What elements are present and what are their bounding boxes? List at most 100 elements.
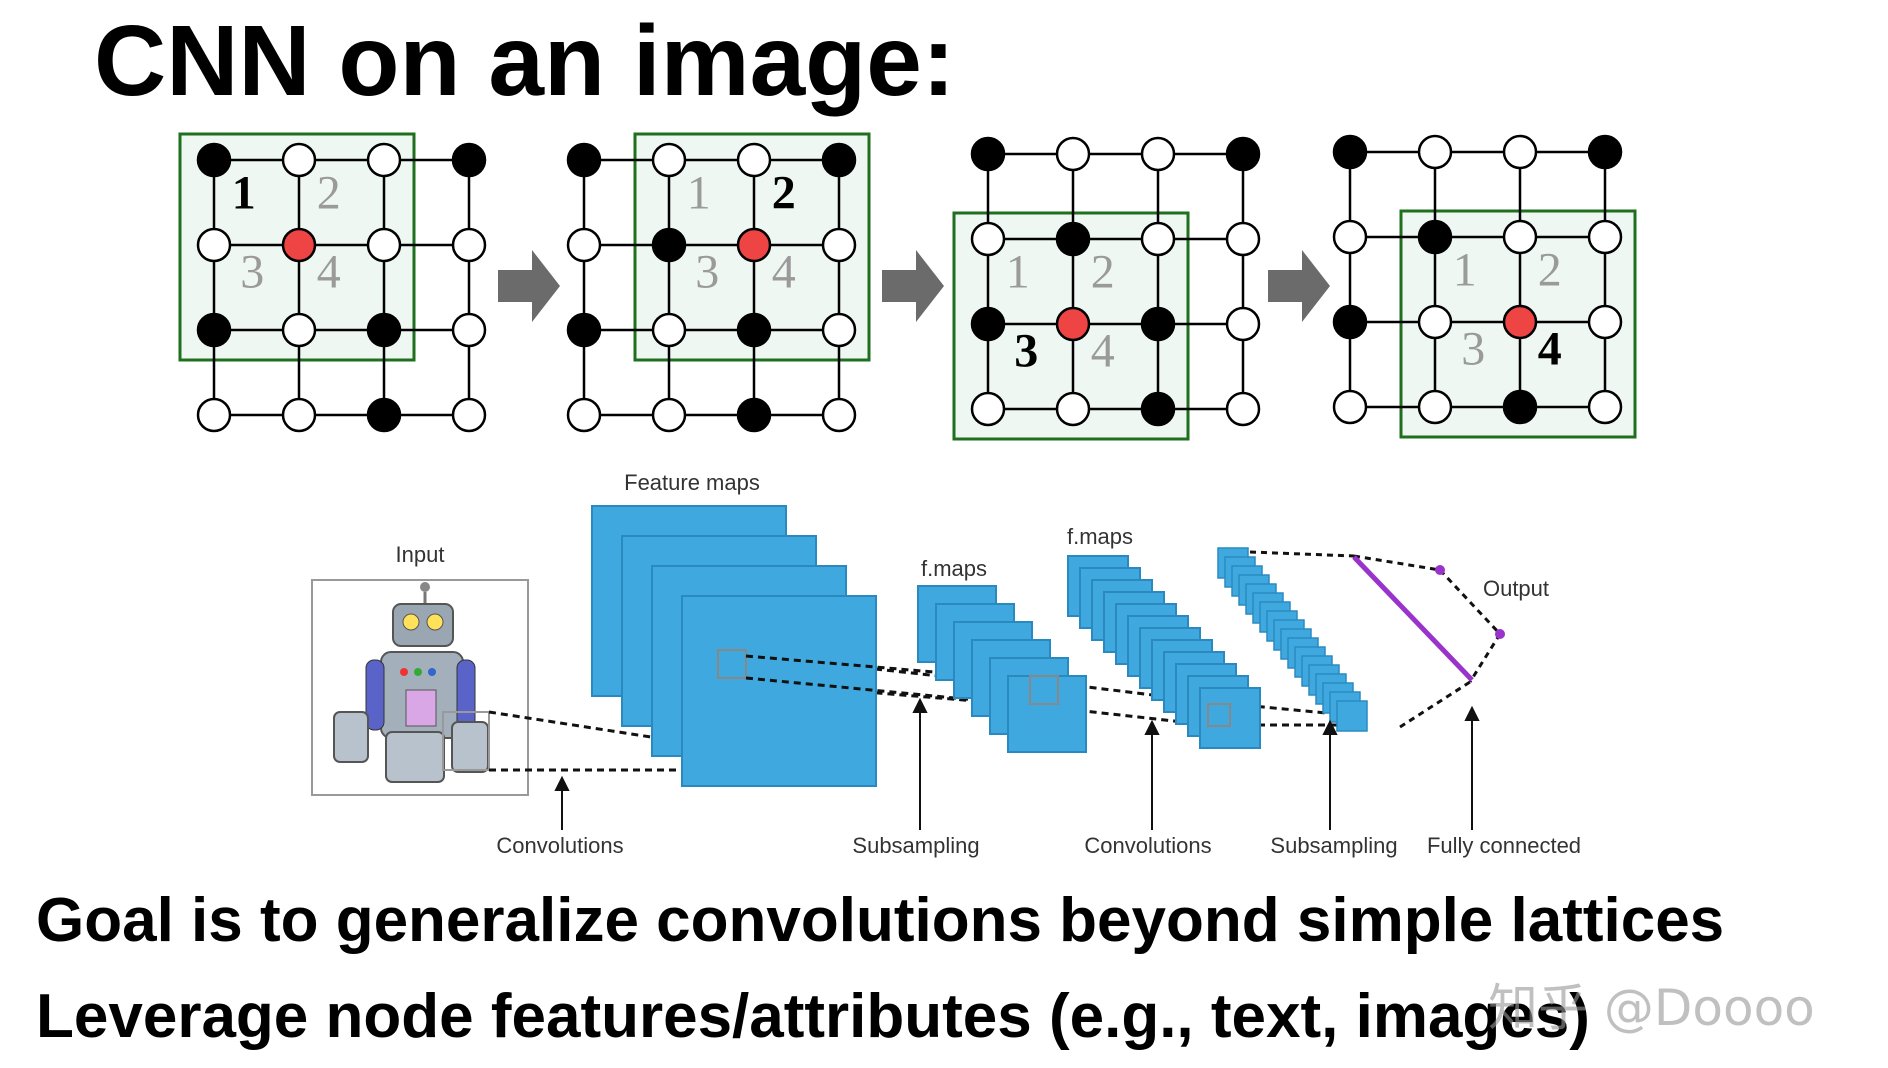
patch-label-3: 3: [1014, 324, 1038, 377]
lattice-node: [281, 397, 317, 433]
thin-map-layer: [1252, 592, 1284, 624]
thin-map-layer: [1238, 574, 1270, 606]
lattice-node: [970, 391, 1006, 427]
thin-map-layer: [1245, 583, 1277, 615]
lattice-node: [821, 312, 857, 348]
bullet-leverage: Leverage node features/attributes (e.g.,…: [36, 982, 1590, 1051]
lattice-node: [281, 312, 317, 348]
lattice-node: [451, 312, 487, 348]
patch-label-2: 2: [772, 166, 796, 219]
second-fmaps: [1067, 555, 1261, 749]
lattice-node: [1140, 391, 1176, 427]
patch-label-1: 1: [232, 166, 256, 219]
lattice-node: [451, 142, 487, 178]
lattice-node: [1140, 306, 1176, 342]
lattice-node: [366, 312, 402, 348]
lattice-node: [1502, 389, 1538, 425]
thin-map-layer: [1217, 547, 1249, 579]
thin-map-layer: [1259, 601, 1291, 633]
fmaps-label-2: f.maps: [1067, 524, 1133, 549]
patch-label-2: 2: [1538, 243, 1562, 296]
thin-map-layer: [1287, 637, 1319, 669]
lattice-node: [1055, 391, 1091, 427]
lattice-node: [736, 397, 772, 433]
bottom-label-convolutions-1: Convolutions: [496, 833, 623, 858]
bottom-label-subsampling-2: Subsampling: [1270, 833, 1397, 858]
lattice-node: [651, 142, 687, 178]
patch-label-1: 1: [1453, 243, 1477, 296]
patch-label-3: 3: [695, 245, 719, 298]
lattice-node: [451, 227, 487, 263]
patch-label-4: 4: [1091, 324, 1115, 377]
lattice-node: [821, 227, 857, 263]
lattice-node: [970, 136, 1006, 172]
lattice-node: [651, 227, 687, 263]
thin-map-layer: [1329, 691, 1361, 723]
output-node: [1435, 565, 1445, 575]
lattice-node: [1417, 389, 1453, 425]
lattice-node: [566, 227, 602, 263]
center-node: [736, 227, 772, 263]
lattice-node: [651, 312, 687, 348]
thin-map-layer: [1336, 700, 1368, 732]
lattice-node: [366, 142, 402, 178]
input-label: Input: [396, 542, 445, 567]
thin-map-layer: [1294, 646, 1326, 678]
lattice-node: [1225, 306, 1261, 342]
watermark: 知乎 @Doooo: [1488, 979, 1815, 1037]
lattice-node: [1332, 304, 1368, 340]
lattice-node: [1225, 136, 1261, 172]
lattice-node: [1502, 134, 1538, 170]
lattice-node: [1225, 221, 1261, 257]
lattice-node: [1332, 134, 1368, 170]
lattice-node: [566, 142, 602, 178]
page-title: CNN on an image:: [94, 5, 956, 117]
thin-map-layer: [1315, 673, 1347, 705]
third-fmaps: [1217, 547, 1368, 732]
center-node: [1502, 304, 1538, 340]
thin-map-layer: [1280, 628, 1312, 660]
center-node: [281, 227, 317, 263]
lattice-node: [1225, 391, 1261, 427]
lattice-node: [1587, 389, 1623, 425]
patch-label-4: 4: [772, 245, 796, 298]
lattice-node: [1055, 136, 1091, 172]
lattice-node: [196, 142, 232, 178]
bottom-label-fully-connected: Fully connected: [1427, 833, 1581, 858]
thin-map-layer: [1301, 655, 1333, 687]
patch-label-3: 3: [1461, 322, 1485, 375]
thin-map-layer: [1266, 610, 1298, 642]
center-node: [1055, 306, 1091, 342]
patch-label-1: 1: [1006, 245, 1030, 298]
lattice-node: [196, 312, 232, 348]
robot-image: [333, 582, 489, 783]
lattice-node: [566, 397, 602, 433]
lattice-node: [651, 397, 687, 433]
lattice-node: [1417, 304, 1453, 340]
subsampled-fmaps: [917, 585, 1087, 753]
lattice-node: [566, 312, 602, 348]
thin-map-layer: [1231, 565, 1263, 597]
lattice-node: [970, 221, 1006, 257]
lattice-node: [1587, 219, 1623, 255]
lattice-node: [1055, 221, 1091, 257]
bottom-label-subsampling-1: Subsampling: [852, 833, 979, 858]
feature-maps-label: Feature maps: [624, 470, 760, 495]
lattice-node: [821, 397, 857, 433]
lattice-node: [1587, 134, 1623, 170]
step-arrow-icon: [1268, 250, 1330, 322]
output-layer-line: [1352, 555, 1474, 682]
lattice-node: [1332, 219, 1368, 255]
fmaps-label-1: f.maps: [921, 556, 987, 581]
lattice-node: [1587, 304, 1623, 340]
lattice-node: [366, 227, 402, 263]
patch-label-2: 2: [317, 166, 341, 219]
lattice-node: [281, 142, 317, 178]
lattice-node: [1140, 136, 1176, 172]
output-label: Output: [1483, 576, 1549, 601]
